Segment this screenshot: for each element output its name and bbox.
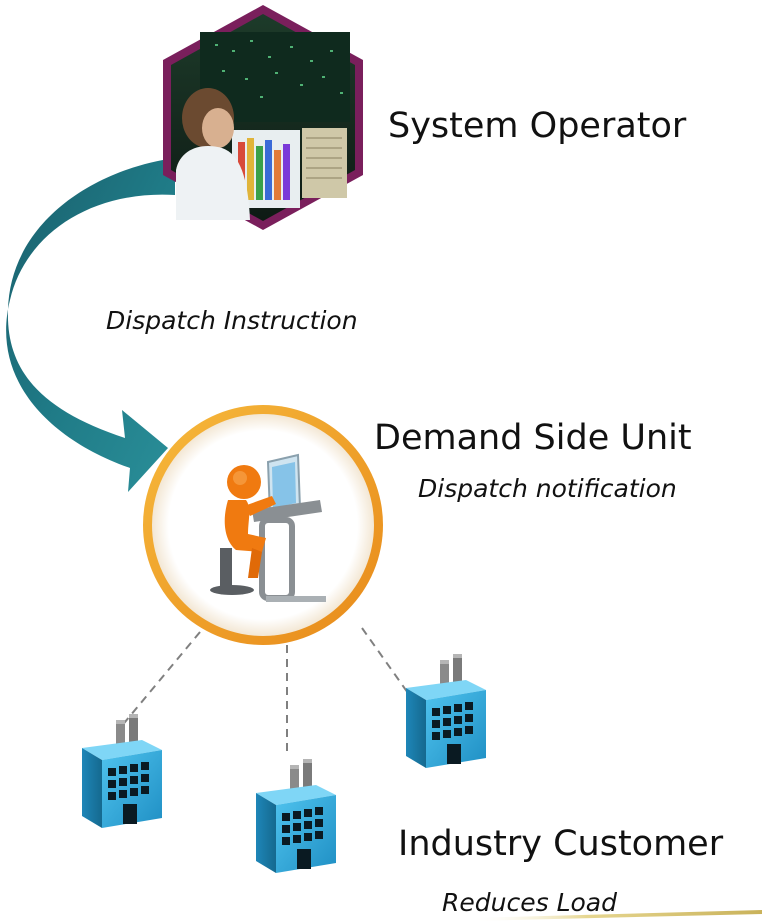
connector-lines [119, 627, 421, 755]
reduces-load-label: Reduces Load [442, 888, 617, 917]
system-operator-hexagon [163, 5, 363, 230]
demand-side-unit-label: Demand Side Unit [374, 418, 692, 458]
system-operator-label: System Operator [388, 106, 687, 146]
dispatch-instruction-label: Dispatch Instruction [106, 306, 358, 335]
operator-workstation-photo [176, 32, 350, 220]
accent-line [470, 910, 762, 921]
factory-building-icon [256, 759, 336, 873]
industry-customer-label: Industry Customer [398, 824, 724, 864]
person-at-computer-icon [210, 453, 326, 602]
dispatch-arrow [6, 158, 176, 492]
demand-side-unit-circle [143, 405, 383, 645]
dispatch-notification-label: Dispatch notification [418, 474, 677, 503]
factory-building-icon [82, 714, 162, 828]
factory-building-icon [406, 654, 486, 768]
